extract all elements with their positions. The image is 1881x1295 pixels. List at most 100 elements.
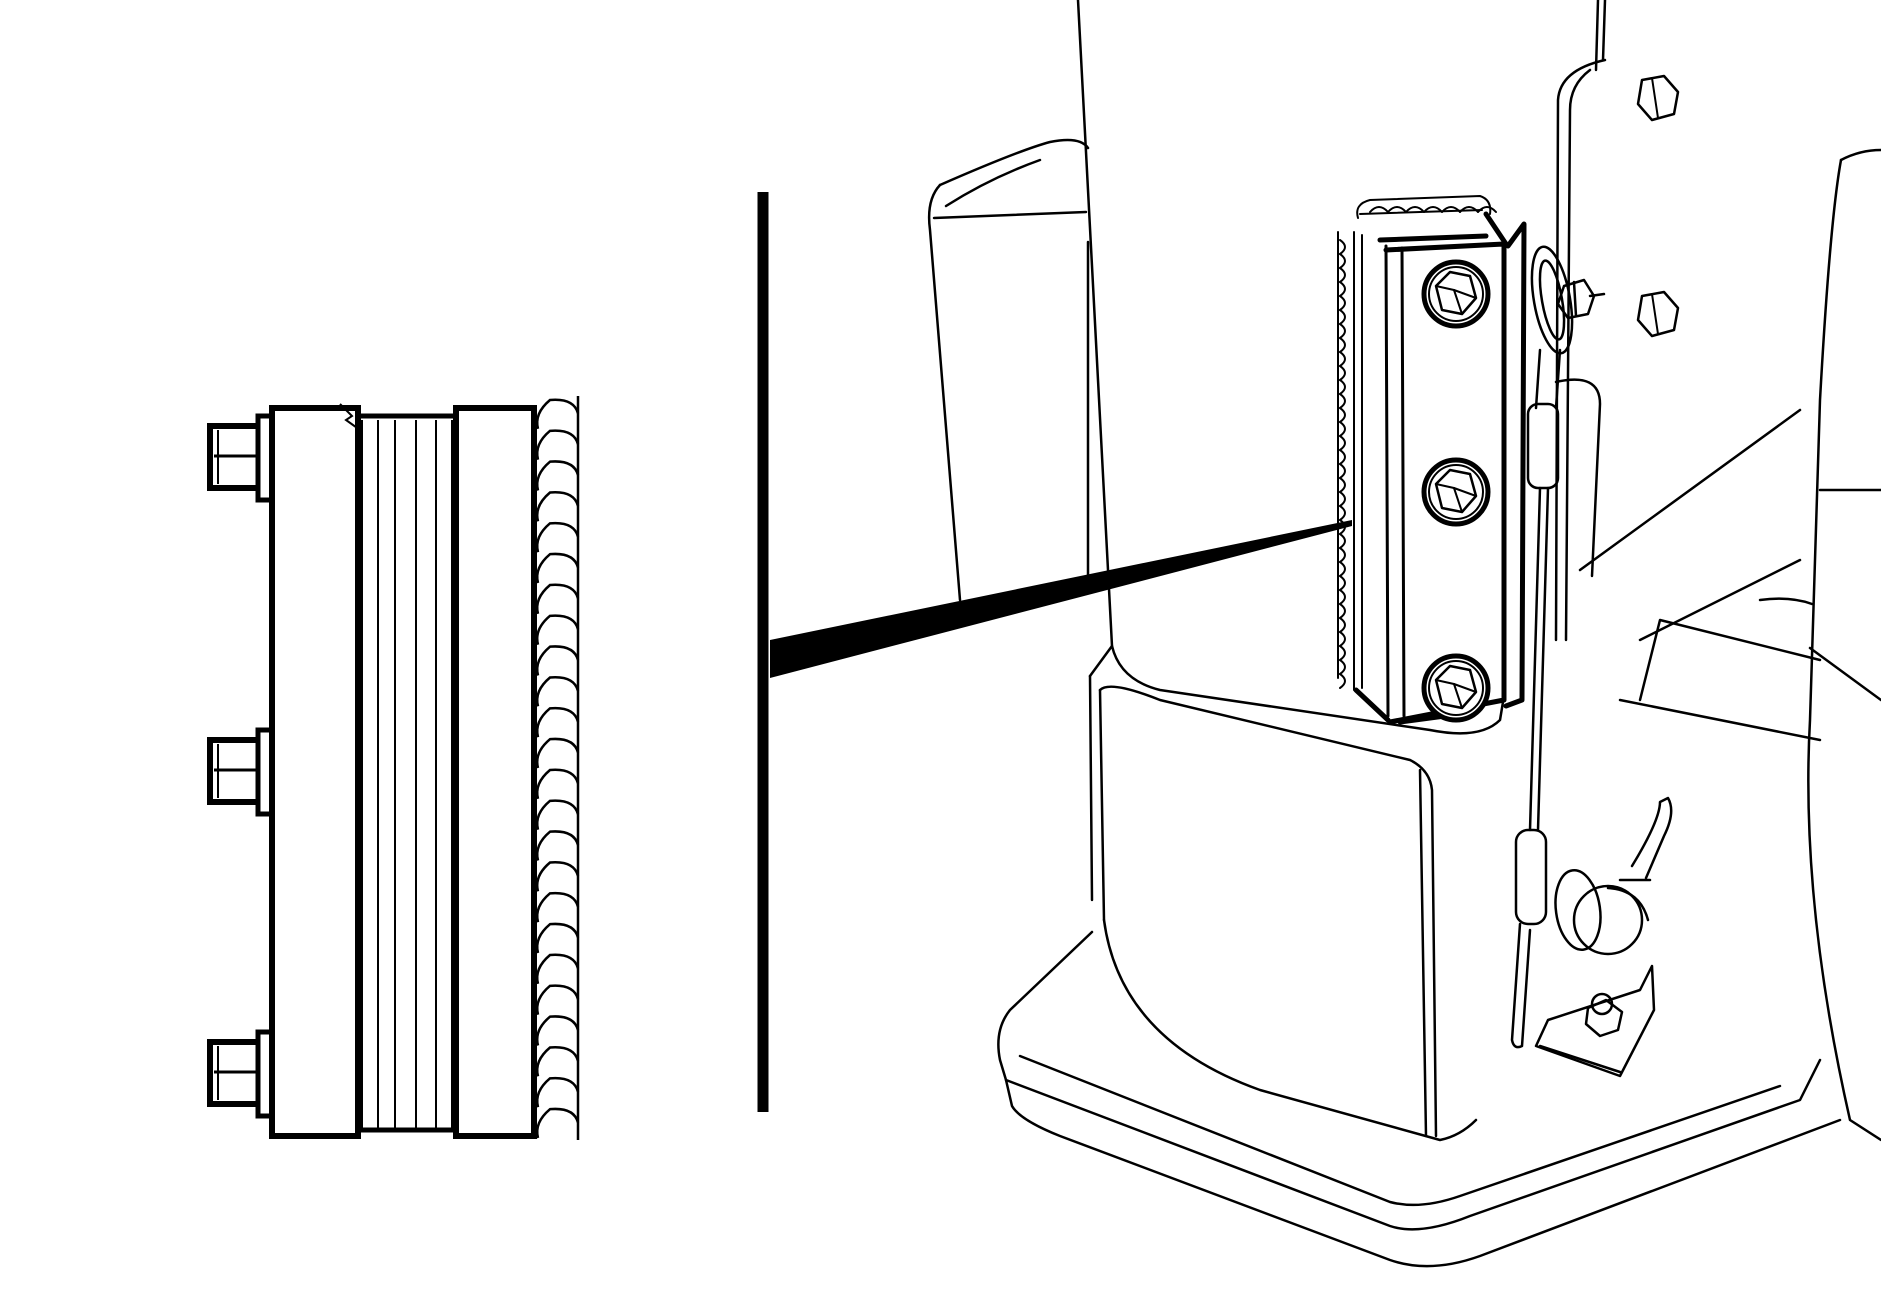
weld-bead-segment [536, 737, 580, 769]
housing-shelf [1638, 618, 1822, 702]
weld-seam-bead [1339, 505, 1346, 521]
post-left-edge [1076, 0, 1114, 648]
detail-bolt-3 [207, 1029, 275, 1119]
collar-left-outer [1088, 674, 1094, 902]
weld-bead-segment [536, 521, 580, 553]
cable-assembly [1510, 245, 1606, 1049]
back-block-top [938, 138, 1090, 187]
block-bolt-ring [1428, 266, 1484, 322]
base-plate-inner [1018, 1054, 1782, 1207]
limit-switch [1534, 796, 1673, 1078]
block-bolt-facet [1453, 487, 1463, 513]
weld-top-bead [1423, 206, 1443, 213]
weld-seam-bead [1339, 589, 1346, 605]
collar-front-inner [1418, 768, 1428, 1138]
weld-bead [536, 398, 580, 1139]
weld-top-outline [1356, 195, 1492, 219]
weld-bead-segment [536, 1046, 580, 1077]
weld-seam-bead [1339, 477, 1346, 493]
weld-seam-bead [1339, 281, 1346, 297]
block-bolt-facet [1453, 487, 1477, 497]
weld-bead-segment [536, 830, 580, 861]
weld-seam-bead [1339, 393, 1346, 409]
post-right-edge [1594, 0, 1600, 72]
weld-bead-segment [536, 398, 580, 430]
weld-bead-segment [536, 1015, 580, 1046]
weld-seam-bead [1339, 295, 1346, 311]
detail-bolt-1 [207, 413, 275, 503]
flange-lower [1554, 378, 1602, 578]
flange-inner [1564, 68, 1592, 642]
weld-seam-bead [1339, 561, 1346, 577]
base-plate-top [997, 930, 1822, 1231]
block-bolt-ring [1428, 660, 1484, 716]
weld-seam-bead [1339, 253, 1346, 269]
weld-seam-bead [1339, 673, 1346, 689]
block-bolt-ring [1428, 464, 1484, 520]
weld-bead-segment [536, 552, 580, 584]
weld-seam-bead [1339, 323, 1346, 339]
weld-seam-bead [1339, 337, 1346, 353]
weld-seam-bead [1339, 519, 1346, 535]
weld-bead-segment [536, 491, 580, 522]
weld-bead-segment [536, 953, 580, 985]
weld-bead-segment [536, 429, 580, 460]
weld-top-bead [1477, 206, 1497, 213]
cap-bolt-edge [1651, 77, 1659, 119]
collar-bottom [1102, 918, 1478, 1142]
weld-seam-bead [1339, 617, 1346, 633]
block-bolt-facet [1453, 289, 1463, 315]
weld-seam-bead [1339, 645, 1346, 661]
block-bolt-facet [1435, 483, 1455, 489]
block-bolts [1421, 259, 1491, 723]
weld-bead-segment [536, 891, 580, 923]
weld-seam-bead [1339, 421, 1346, 437]
weld-seam-bead [1339, 659, 1346, 675]
weld-bead-segment [536, 645, 580, 676]
weld-seam-bead [1339, 449, 1346, 465]
detail-leader [770, 520, 1352, 678]
weld-seam-bead [1339, 365, 1346, 381]
block-bolt-3 [1421, 653, 1491, 723]
collar-top [1088, 644, 1507, 735]
block-bolt-facet [1435, 285, 1455, 291]
back-block-bevel [944, 158, 1042, 208]
post-base-assembly [927, 0, 1881, 1268]
weld-top-bead [1387, 206, 1407, 213]
weld-seam-bead [1339, 267, 1346, 283]
weld-bead-segment [536, 676, 580, 707]
cap-bolts [1636, 74, 1680, 338]
block-bolt-facet [1453, 683, 1463, 709]
weld-bead-segment [536, 1107, 580, 1139]
block-bolt-facet [1453, 289, 1477, 299]
weld-bead-segment [536, 922, 580, 954]
housing-diagonal-3 [1618, 698, 1822, 742]
bracket-plate [269, 403, 537, 1139]
back-block-inner [932, 210, 1088, 220]
weld-bead-segment [536, 614, 580, 645]
flange-outer [1554, 58, 1607, 642]
weld-seam-bead [1339, 603, 1346, 619]
weld-seam-bead [1339, 491, 1346, 507]
cap-bolt-1 [1636, 74, 1680, 122]
block-bolt-facet [1453, 683, 1477, 693]
weld-bead-segment [536, 706, 580, 738]
weld-top-bead [1405, 206, 1425, 213]
bracket-detail-view [207, 396, 580, 1140]
weld-seam-bead [1339, 351, 1346, 367]
weld-top-bead [1459, 206, 1479, 213]
weld-seam-bead [1339, 239, 1346, 255]
block-bolt-2 [1421, 457, 1491, 527]
weld-seam-bead [1339, 435, 1346, 451]
block-weld-top [1356, 195, 1497, 219]
weld-bead-segment [536, 768, 580, 800]
block-bolt-facet [1435, 679, 1455, 685]
weld-seam-bead [1339, 309, 1346, 325]
weld-seam-bead [1339, 575, 1346, 591]
weld-seam-bead [1339, 407, 1346, 423]
collar-left-inner [1098, 688, 1106, 922]
weld-bead-segment [536, 1076, 580, 1108]
housing-top [1839, 148, 1881, 162]
